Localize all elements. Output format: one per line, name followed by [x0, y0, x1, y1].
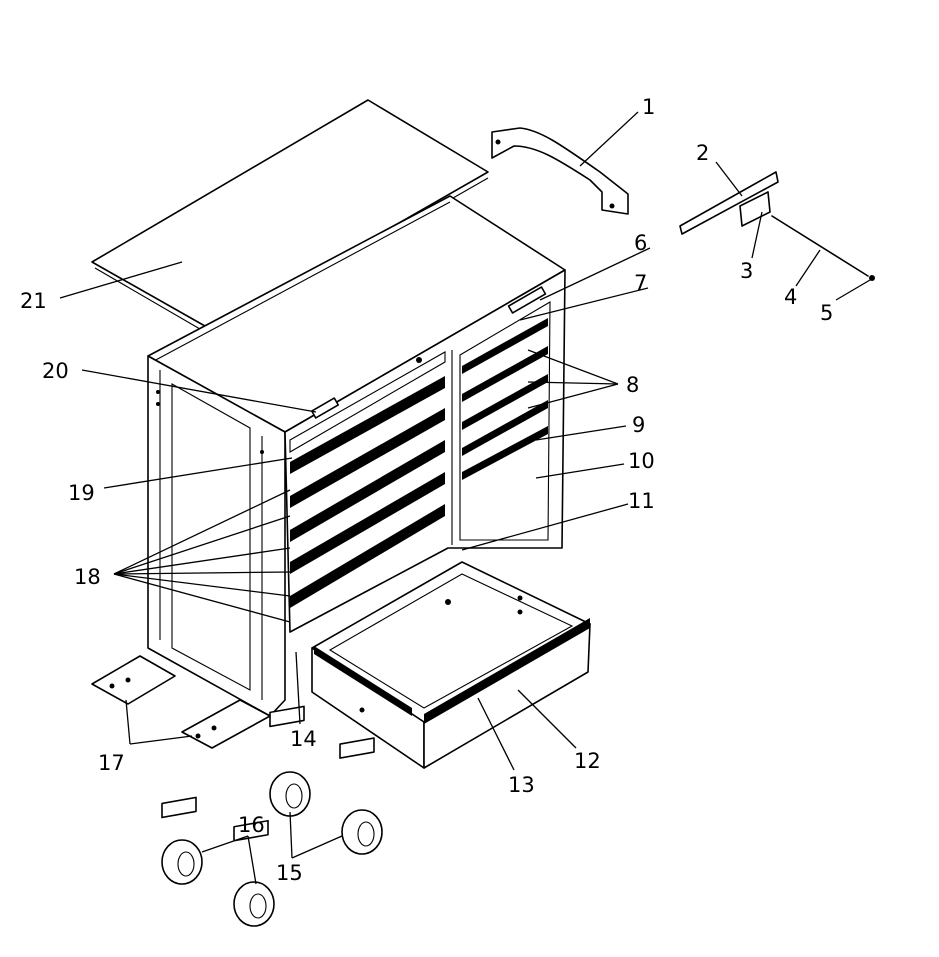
callout-13: 13 — [508, 773, 535, 797]
callout-15: 15 — [276, 861, 303, 885]
bottom-drawer — [311, 561, 591, 769]
caster-swivel-2 — [339, 737, 383, 855]
left-drawer-fronts — [290, 376, 445, 608]
caster-rigid-2 — [233, 819, 275, 927]
callout-9: 9 — [632, 413, 645, 437]
callout-10: 10 — [628, 449, 655, 473]
callout-16: 16 — [238, 813, 265, 837]
callout-7: 7 — [634, 271, 647, 295]
callout-19: 19 — [68, 481, 95, 505]
callout-11: 11 — [628, 489, 655, 513]
callouts: 1 2 3 4 5 6 7 8 9 10 11 12 13 14 15 16 1… — [20, 95, 833, 885]
callout-14: 14 — [290, 727, 317, 751]
callout-20: 20 — [42, 359, 69, 383]
callout-8: 8 — [626, 373, 639, 397]
caster-swivel-1 — [269, 705, 311, 817]
callout-12: 12 — [574, 749, 601, 773]
side-handle — [491, 127, 629, 215]
callout-4: 4 — [784, 285, 797, 309]
leader-lines — [59, 111, 871, 885]
callout-18: 18 — [74, 565, 101, 589]
caster-rigid-1 — [161, 796, 203, 885]
callout-1: 1 — [642, 95, 655, 119]
lock-bar — [679, 171, 779, 235]
callout-3: 3 — [740, 259, 753, 283]
callout-2: 2 — [696, 141, 709, 165]
right-drawer-fronts — [462, 318, 548, 480]
callout-6: 6 — [634, 231, 647, 255]
callout-5: 5 — [820, 301, 833, 325]
callout-21: 21 — [20, 289, 47, 313]
lock-rod — [771, 215, 875, 281]
callout-17: 17 — [98, 751, 125, 775]
